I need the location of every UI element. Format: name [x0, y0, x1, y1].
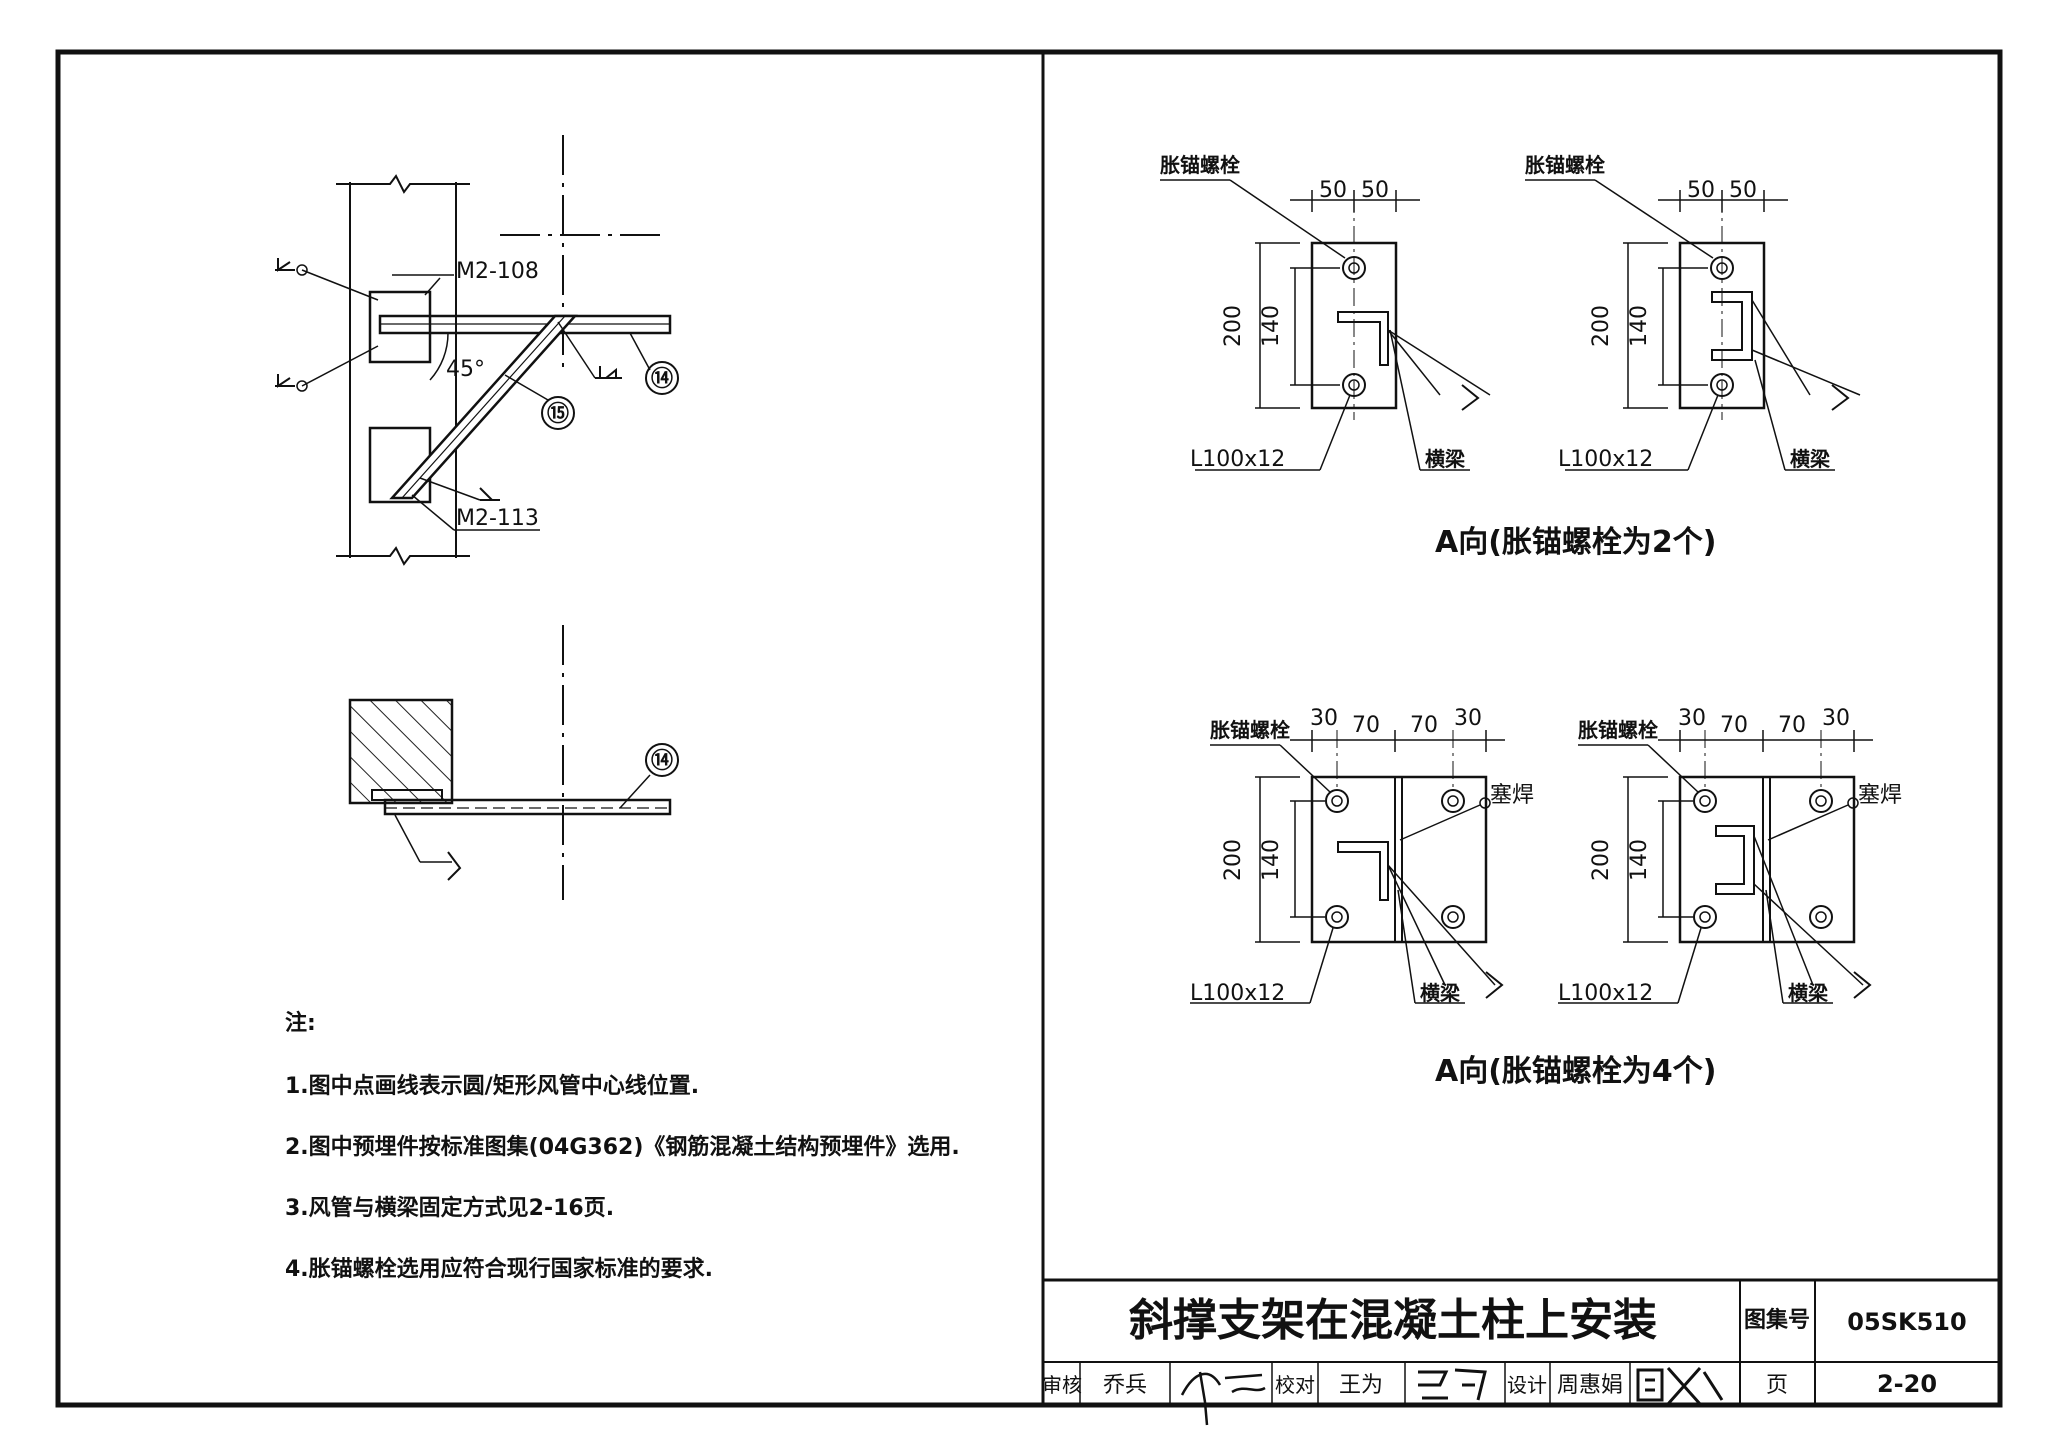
- dim-200-4b: 200: [1589, 839, 1614, 881]
- dim-top-1-b: 50: [1687, 178, 1715, 203]
- drawing-title: 斜撑支架在混凝土柱上安装: [1129, 1295, 1657, 1346]
- view-2bolt-a: [1160, 179, 1491, 471]
- embed-top-label: M2-108: [456, 259, 539, 284]
- signature-designer: [1636, 1367, 1724, 1405]
- dim-70-right-b: 70: [1778, 713, 1806, 738]
- balloon-15: [541, 396, 575, 430]
- caption-2bolt: A向(胀锚螺栓为2个): [1435, 525, 1717, 560]
- weld-label-4a: 塞焊: [1490, 783, 1534, 808]
- dim-top-2-b: 50: [1729, 178, 1757, 203]
- dim-140-4a: 140: [1259, 839, 1284, 881]
- note-2: 2.图中预埋件按标准图集(04G362)《钢筋混凝土结构预埋件》选用.: [285, 1135, 960, 1160]
- dim-top-1: 50: [1319, 178, 1347, 203]
- beam-label-4a: 横梁: [1420, 981, 1461, 1005]
- check-name: 王为: [1339, 1373, 1383, 1398]
- dim-200-4a: 200: [1221, 839, 1246, 881]
- dim-70-left-b: 70: [1720, 713, 1748, 738]
- balloon-14-text: ⑭: [651, 366, 673, 392]
- channel-section: [1715, 825, 1755, 895]
- weld-symbol-1: [275, 258, 295, 272]
- dim-30-left: 30: [1310, 706, 1338, 731]
- beam-label-4b: 横梁: [1788, 981, 1829, 1005]
- angle-label-4b: L100x12: [1558, 981, 1653, 1006]
- notes-heading: 注:: [285, 1011, 316, 1036]
- dim-140-4b: 140: [1627, 839, 1652, 881]
- review-name: 乔兵: [1103, 1373, 1147, 1398]
- view-4bolt-a: [1190, 730, 1505, 1004]
- channel-section: [1711, 291, 1753, 361]
- dim-top-2: 50: [1361, 178, 1389, 203]
- angle-arc: [429, 332, 449, 381]
- bolt-label-4b: 胀锚螺栓: [1578, 718, 1658, 742]
- note-3: 3.风管与横梁固定方式见2-16页.: [285, 1196, 615, 1221]
- column-section: [348, 698, 454, 805]
- dim-140-b: 140: [1627, 305, 1652, 347]
- angle-section: [1337, 311, 1389, 366]
- dim-30-left-b: 30: [1678, 706, 1706, 731]
- review-label: 审核: [1042, 1373, 1082, 1397]
- dim-200: 200: [1221, 305, 1246, 347]
- embed-plate-top: [368, 290, 432, 364]
- weld-label-4b: 塞焊: [1858, 783, 1902, 808]
- view-4bolt-b: [1558, 730, 1873, 1004]
- balloon-14-plan: [645, 743, 679, 777]
- dim-200-b: 200: [1589, 305, 1614, 347]
- design-name: 周惠娟: [1557, 1373, 1623, 1398]
- page-number: 2-20: [1877, 1370, 1937, 1398]
- embed-bottom-label: M2-113: [456, 506, 539, 531]
- signature-reviewer: [1180, 1371, 1266, 1426]
- bolt-label-b: 胀锚螺栓: [1525, 153, 1605, 177]
- balloon-14: [645, 361, 679, 395]
- title-block: [1043, 1278, 2000, 1426]
- angle-label: 45°: [446, 357, 485, 382]
- view-2bolt-b: [1525, 179, 1861, 471]
- dim-30-right: 30: [1454, 706, 1482, 731]
- plate: [1678, 775, 1856, 944]
- check-label: 校对: [1275, 1373, 1315, 1397]
- balloon-14-plan-text: ⑭: [651, 748, 673, 774]
- plan-view: [348, 625, 679, 900]
- embed-plate-plan: [371, 789, 443, 801]
- atlas-no-label: 图集号: [1744, 1307, 1810, 1333]
- break-line-top: [336, 174, 470, 194]
- angle-label-4a: L100x12: [1190, 981, 1285, 1006]
- angle-section: [1337, 841, 1389, 901]
- note-1: 1.图中点画线表示圆/矩形风管中心线位置.: [285, 1074, 700, 1099]
- bolt-label-4a: 胀锚螺栓: [1210, 718, 1290, 742]
- dim-70-right: 70: [1410, 713, 1438, 738]
- sheet-border: [55, 49, 2003, 1408]
- balloon-15-text: ⑮: [547, 401, 569, 427]
- elevation-view: [275, 135, 679, 566]
- weld-symbol-3: [595, 366, 622, 379]
- dim-70-left: 70: [1352, 713, 1380, 738]
- note-4: 4.胀锚螺栓选用应符合现行国家标准的要求.: [285, 1257, 714, 1282]
- plate: [1310, 775, 1488, 944]
- beam-label: 横梁: [1425, 447, 1466, 471]
- beam-14-plan: [383, 798, 672, 816]
- break-line-bottom: [336, 546, 470, 566]
- angle-label: L100x12: [1190, 447, 1285, 472]
- dim-30-right-b: 30: [1822, 706, 1850, 731]
- beam-label-b: 横梁: [1790, 447, 1831, 471]
- atlas-no: 05SK510: [1847, 1308, 1966, 1336]
- weld-symbol-2: [275, 374, 295, 388]
- dim-140: 140: [1259, 305, 1284, 347]
- bolt-label: 胀锚螺栓: [1160, 153, 1240, 177]
- weld-symbol-4: [479, 487, 500, 501]
- caption-4bolt: A向(胀锚螺栓为4个): [1435, 1054, 1717, 1089]
- page-label: 页: [1766, 1373, 1788, 1398]
- angle-label-b: L100x12: [1558, 447, 1653, 472]
- signature-checker: [1418, 1368, 1487, 1401]
- design-label: 设计: [1507, 1373, 1547, 1397]
